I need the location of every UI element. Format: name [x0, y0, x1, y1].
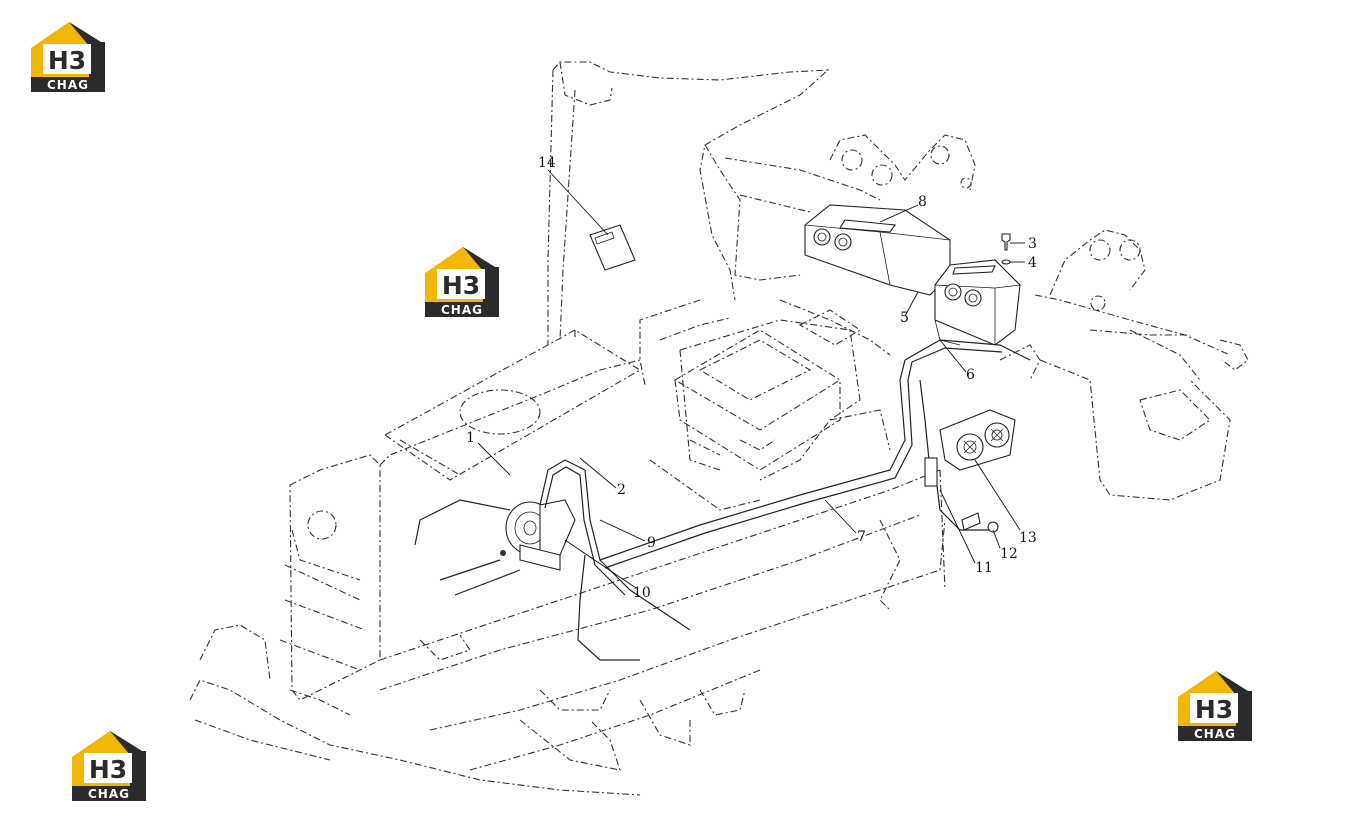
logo-dark-wing [69, 22, 105, 90]
logo-text-top: H3 [89, 755, 127, 784]
logo-text-bottom: CHAG [88, 787, 130, 801]
small-parts [589, 224, 1011, 533]
logo-bottom-band [31, 77, 105, 92]
cab-outline [547, 61, 891, 360]
callout-9: 9 [647, 535, 656, 551]
logo-mark: H3 CHAG [1178, 671, 1252, 741]
logo-bottom-band [1178, 726, 1252, 741]
logo-text-top: H3 [48, 46, 86, 75]
callout-5: 5 [900, 310, 909, 326]
logo-text-bottom: CHAG [1194, 727, 1236, 741]
logo-mark: H3 CHAG [31, 22, 105, 92]
chassis-outline [189, 319, 1041, 796]
logo-dark-wing [110, 731, 146, 799]
callout-labels: 1 2 3 4 5 6 7 8 9 10 11 12 13 14 [466, 155, 1037, 601]
dashboard-consoles [804, 204, 1021, 346]
logo-bottom-band [72, 786, 146, 801]
brand-logo-bottom-left: H3 CHAG [70, 729, 148, 803]
logo-dark-wing [1216, 671, 1252, 739]
logo-inner-panel [1190, 693, 1238, 723]
ac-compressor [500, 499, 576, 571]
logo-text-bottom: CHAG [441, 303, 483, 317]
logo-inner-panel [84, 753, 132, 783]
condenser-unit [939, 409, 1016, 471]
logo-mark: H3 CHAG [72, 731, 146, 801]
callout-7: 7 [857, 529, 866, 545]
engine-cover [383, 329, 642, 481]
callout-2: 2 [617, 482, 626, 498]
logo-inner-panel [43, 44, 91, 74]
callout-4: 4 [1028, 255, 1037, 271]
logo-bottom-band [425, 302, 499, 317]
logo-mark: H3 CHAG [425, 247, 499, 317]
callout-1: 1 [466, 430, 475, 446]
logo-inner-panel [437, 269, 485, 299]
callout-12: 12 [1000, 546, 1018, 562]
logo-dark-wing [463, 247, 499, 315]
logo-text-top: H3 [1195, 695, 1233, 724]
brand-logo-bottom-right: H3 CHAG [1176, 669, 1254, 743]
callout-10: 10 [633, 585, 651, 601]
callout-3: 3 [1028, 236, 1037, 252]
callout-14: 14 [538, 155, 556, 171]
brand-logo-top-left: H3 CHAG [29, 20, 107, 94]
callout-13: 13 [1019, 530, 1037, 546]
brand-logo-center: H3 CHAG [423, 245, 501, 319]
leader-lines [477, 169, 1025, 589]
logo-text-bottom: CHAG [47, 78, 89, 92]
callout-8: 8 [918, 194, 927, 210]
callout-11: 11 [975, 560, 993, 576]
battery-box [673, 329, 842, 471]
logo-text-top: H3 [442, 271, 480, 300]
ac-hoses [414, 339, 1031, 661]
front-frame-outline [829, 134, 1249, 501]
callout-6: 6 [966, 367, 975, 383]
